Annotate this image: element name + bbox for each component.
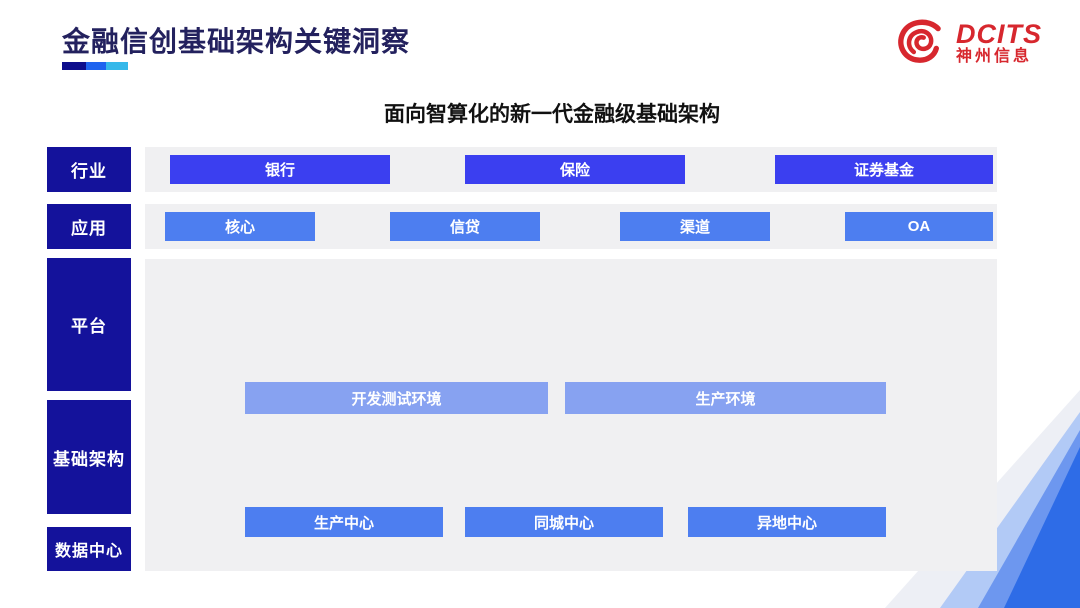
dev-test-environment-bar: 开发测试环境	[245, 382, 548, 414]
app-chip-oa: OA	[845, 212, 993, 241]
production-environment-bar: 生产环境	[565, 382, 886, 414]
logo-text: DCITS 神州信息	[956, 20, 1042, 65]
company-logo: DCITS 神州信息	[894, 16, 1042, 70]
underline-segment	[106, 62, 128, 70]
underline-segment	[86, 62, 106, 70]
category-application: 应用	[47, 204, 131, 249]
category-platform: 平台	[47, 258, 131, 391]
underline-segment	[62, 62, 86, 70]
category-industry: 行业	[47, 147, 131, 192]
dcits-swirl-icon	[898, 19, 941, 63]
app-chip-credit: 信贷	[390, 212, 540, 241]
logo-name: DCITS	[956, 19, 1042, 50]
same-city-center-chip: 同城中心	[465, 507, 663, 537]
page-title: 金融信创基础架构关键洞察	[62, 26, 411, 57]
logo-chinese-name: 神州信息	[956, 47, 1033, 65]
production-center-chip: 生产中心	[245, 507, 443, 537]
title-underline	[62, 62, 128, 70]
category-datacenter: 数据中心	[47, 527, 131, 571]
industry-chip-bank: 银行	[170, 155, 390, 184]
app-chip-channel: 渠道	[620, 212, 770, 241]
industry-chip-securities: 证券基金	[775, 155, 993, 184]
diagram-title: 面向智算化的新一代金融级基础架构	[384, 103, 720, 126]
remote-center-chip: 异地中心	[688, 507, 886, 537]
app-chip-core: 核心	[165, 212, 315, 241]
category-infrastructure: 基础架构	[47, 400, 131, 514]
industry-chip-insurance: 保险	[465, 155, 685, 184]
